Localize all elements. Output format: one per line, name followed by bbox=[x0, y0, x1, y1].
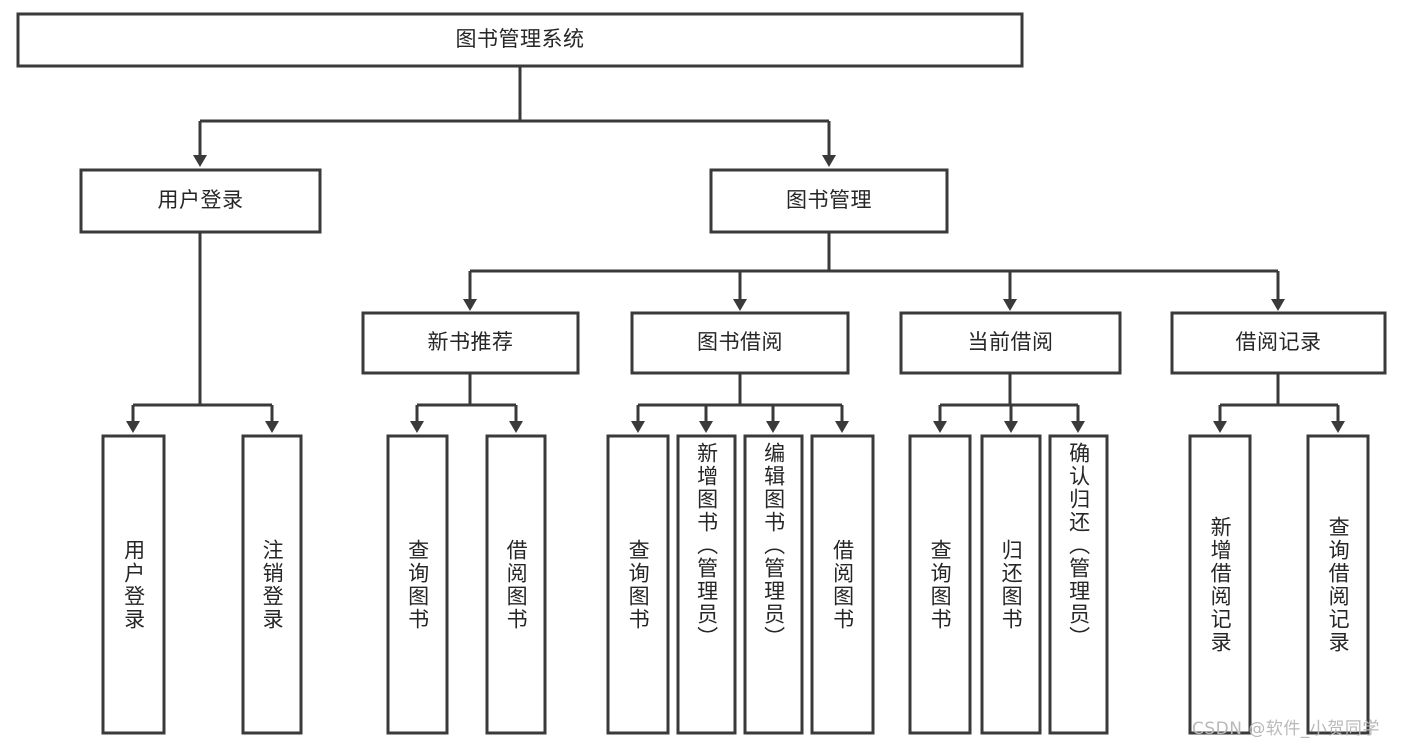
node-box-root[interactable] bbox=[16, 12, 1024, 68]
node-box-user-login[interactable] bbox=[79, 168, 322, 234]
connector-book-borrow-to-leaves bbox=[631, 373, 849, 433]
node-box-borrow-record[interactable] bbox=[1170, 311, 1387, 375]
connector-user-login-to-leaves bbox=[126, 232, 279, 433]
csdn-watermark: CSDN @软件_小贺同学 bbox=[1192, 719, 1380, 739]
node-box-leaf-query-book-3[interactable] bbox=[908, 434, 972, 735]
node-box-current-borrow[interactable] bbox=[899, 311, 1122, 375]
node-box-leaf-confirm-return[interactable] bbox=[1048, 434, 1109, 735]
node-box-new-book-recommend[interactable] bbox=[361, 311, 580, 375]
node-box-leaf-add-record[interactable] bbox=[1188, 434, 1252, 735]
connector-new-book-recommend-to-leaves bbox=[410, 373, 523, 433]
connector-borrow-record-to-leaves bbox=[1213, 373, 1345, 433]
connector-current-borrow-to-leaves bbox=[933, 373, 1085, 433]
node-box-leaf-return-book[interactable] bbox=[980, 434, 1042, 735]
connector-root-to-level1 bbox=[193, 66, 836, 167]
connector-book-manage-to-level2 bbox=[463, 232, 1285, 311]
node-box-book-borrow[interactable] bbox=[630, 311, 850, 375]
node-box-leaf-borrow-book-2[interactable] bbox=[810, 434, 875, 735]
node-box-leaf-user-login[interactable] bbox=[101, 434, 166, 735]
node-box-book-manage[interactable] bbox=[709, 168, 949, 234]
node-box-leaf-edit-book[interactable] bbox=[743, 434, 804, 735]
node-box-leaf-logout[interactable] bbox=[241, 434, 303, 735]
node-box-leaf-query-book-2[interactable] bbox=[606, 434, 670, 735]
node-box-leaf-query-record[interactable] bbox=[1306, 434, 1370, 735]
node-box-leaf-add-book[interactable] bbox=[676, 434, 737, 735]
node-box-leaf-query-book-1[interactable] bbox=[386, 434, 449, 735]
node-box-leaf-borrow-book-1[interactable] bbox=[485, 434, 547, 735]
